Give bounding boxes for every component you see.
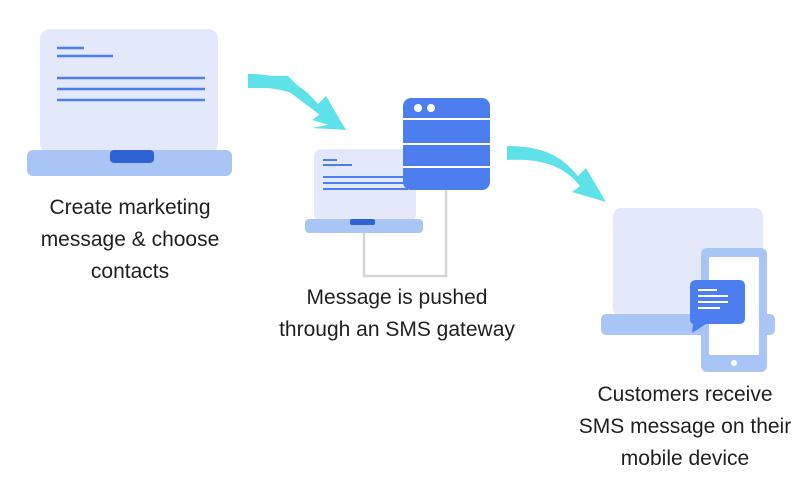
arrow-icon xyxy=(507,146,606,202)
laptop-icon xyxy=(305,149,423,233)
laptop-icon xyxy=(27,29,232,176)
caption-line: contacts xyxy=(90,260,170,283)
caption-line: SMS message on their xyxy=(578,415,792,438)
step-1-caption: Create marketing message & choose contac… xyxy=(20,192,240,288)
chat-bubble-icon xyxy=(690,280,745,333)
step-2-caption: Message is pushed through an SMS gateway xyxy=(262,282,532,346)
caption-line: mobile device xyxy=(620,447,750,470)
server-icon xyxy=(403,98,490,190)
connector-lines xyxy=(362,190,448,278)
caption-line: through an SMS gateway xyxy=(279,318,515,341)
arrow-icon xyxy=(248,74,346,130)
step-3-caption: Customers receive SMS message on their m… xyxy=(560,379,810,475)
caption-line: Message is pushed xyxy=(306,286,488,309)
caption-line: Create marketing xyxy=(49,196,211,219)
caption-line: Customers receive xyxy=(597,383,773,406)
caption-line: message & choose xyxy=(40,228,220,251)
